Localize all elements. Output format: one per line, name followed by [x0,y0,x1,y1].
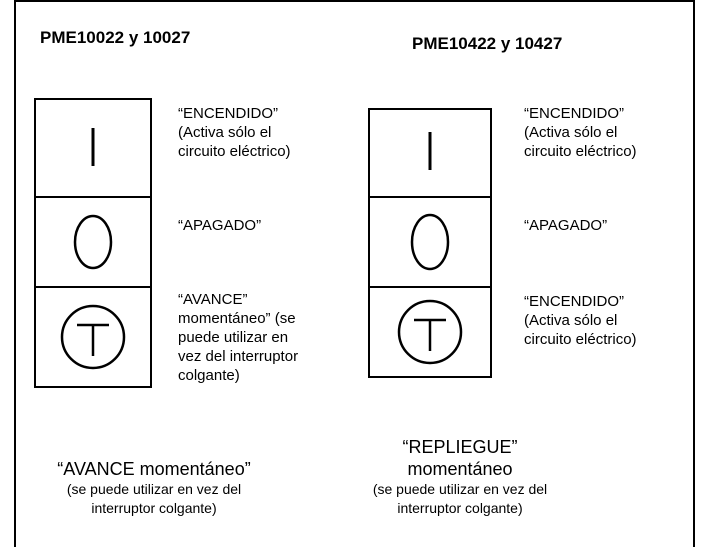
circle-icon [410,213,450,271]
left-bottom-heading: “AVANCE momentáneo” [57,459,251,479]
left-bottom-caption: “AVANCE momentáneo” (se puede utilizar e… [18,458,290,518]
left-divider-2 [36,286,150,288]
right-switch-panel [368,108,492,378]
right-divider-1 [370,196,490,198]
left-off-label: “APAGADO” [178,217,262,234]
left-switch-panel [34,98,152,388]
left-title: PME10022 y 10027 [40,28,191,47]
left-divider-1 [36,196,150,198]
left-momentary-label: “AVANCE” momentáneo” (se puede utilizar … [178,291,299,384]
circled-t-icon [397,299,463,365]
vertical-line-icon [91,128,95,166]
right-divider-2 [370,286,490,288]
right-on-label: “ENCENDIDO” (Activa sólo el circuito elé… [524,105,637,160]
document-frame [14,0,695,547]
left-on-label: “ENCENDIDO” (Activa sólo el circuito elé… [178,105,291,160]
right-bottom-note: (se puede utilizar en vez del interrupto… [372,481,548,516]
right-bottom-caption: “REPLIEGUE” momentáneo (se puede utiliza… [322,436,598,518]
circle-icon [73,214,113,270]
right-off-label: “APAGADO” [524,217,608,234]
circled-t-icon [60,304,126,370]
right-third-label: “ENCENDIDO” (Activa sólo el circuito elé… [524,293,637,348]
right-title: PME10422 y 10427 [412,34,563,53]
left-bottom-note: (se puede utilizar en vez del interrupto… [66,481,242,516]
right-bottom-heading: “REPLIEGUE” momentáneo [402,437,518,479]
vertical-line-icon [428,132,432,170]
